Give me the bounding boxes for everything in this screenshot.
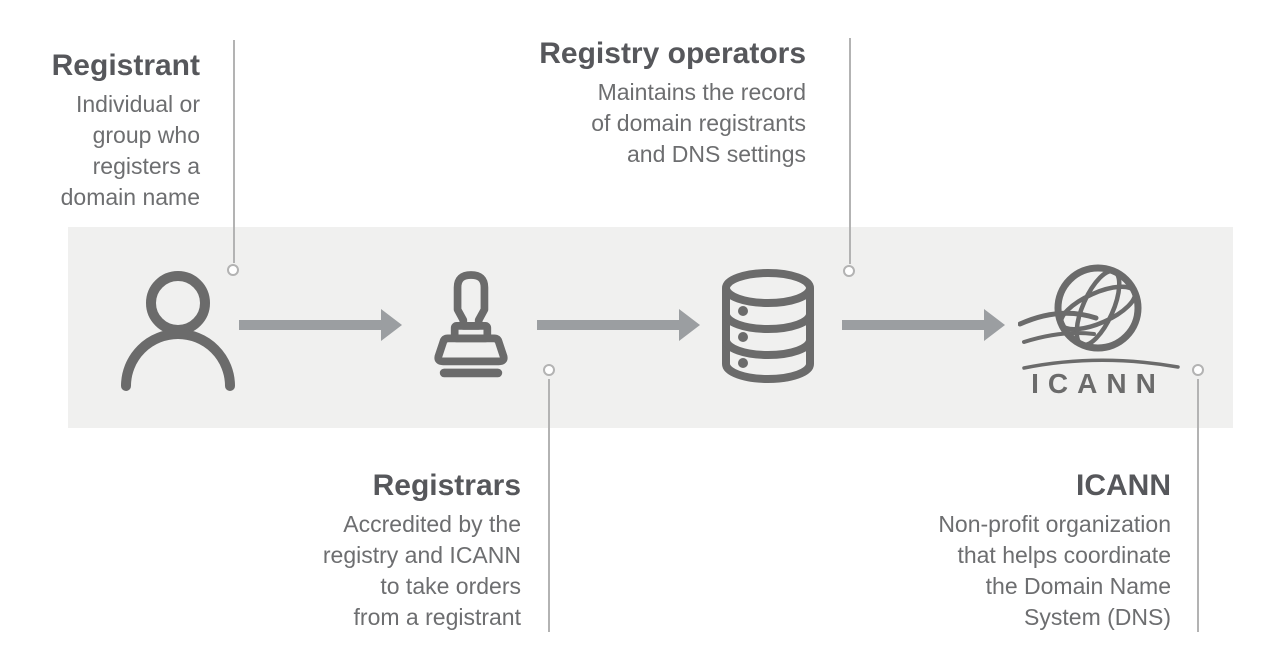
registrant-title: Registrant — [51, 49, 200, 82]
stamp-icon — [423, 266, 519, 380]
registry-operators-title: Registry operators — [539, 37, 806, 70]
registrars-desc-line: Accredited by the — [343, 511, 521, 537]
arrow-shaft — [537, 320, 680, 330]
icann-desc-line: System (DNS) — [1024, 604, 1171, 630]
registrant-label: Registrant Individual or group who regis… — [0, 48, 200, 213]
registrars-connector-dot — [543, 364, 555, 376]
arrow-head-icon — [984, 309, 1005, 341]
icann-desc-line: Non-profit organization — [938, 511, 1171, 537]
registrars-title: Registrars — [372, 469, 521, 502]
icann-desc-line: that helps coordinate — [957, 542, 1171, 568]
registry-operators-label: Registry operators Maintains the record … — [486, 36, 806, 170]
icann-title: ICANN — [1076, 469, 1171, 502]
registrant-desc-line: domain name — [60, 184, 200, 210]
registrars-label: Registrars Accredited by the registry an… — [221, 468, 521, 633]
registrant-desc-line: registers a — [92, 153, 200, 179]
registry-operators-desc-line: Maintains the record — [597, 79, 806, 105]
registrant-connector-line — [233, 40, 235, 263]
registrant-connector-dot — [227, 264, 239, 276]
icann-logo: ICANN — [1018, 260, 1188, 398]
registrars-desc-line: from a registrant — [353, 604, 521, 630]
registry-operators-desc-line: and DNS settings — [627, 141, 806, 167]
registrars-connector-line — [548, 379, 550, 632]
icann-connector-dot — [1192, 364, 1204, 376]
arrow-shaft — [842, 320, 985, 330]
registry-operators-desc-line: of domain registrants — [591, 110, 806, 136]
person-icon — [118, 270, 238, 392]
registrant-desc-line: Individual or — [75, 91, 200, 117]
arrow-head-icon — [381, 309, 402, 341]
registry-operators-connector-line — [849, 38, 851, 264]
registry-operators-connector-dot — [843, 265, 855, 277]
icann-wordmark: ICANN — [1031, 368, 1165, 398]
registrars-desc-line: to take orders — [380, 573, 521, 599]
icann-desc-line: the Domain Name — [985, 573, 1171, 599]
icann-label: ICANN Non-profit organization that helps… — [871, 468, 1171, 633]
icann-connector-line — [1197, 379, 1199, 632]
registrant-desc-line: group who — [92, 122, 200, 148]
arrow-shaft — [239, 320, 382, 330]
registrars-desc-line: registry and ICANN — [322, 542, 521, 568]
database-icon — [716, 266, 820, 390]
arrow-head-icon — [679, 309, 700, 341]
